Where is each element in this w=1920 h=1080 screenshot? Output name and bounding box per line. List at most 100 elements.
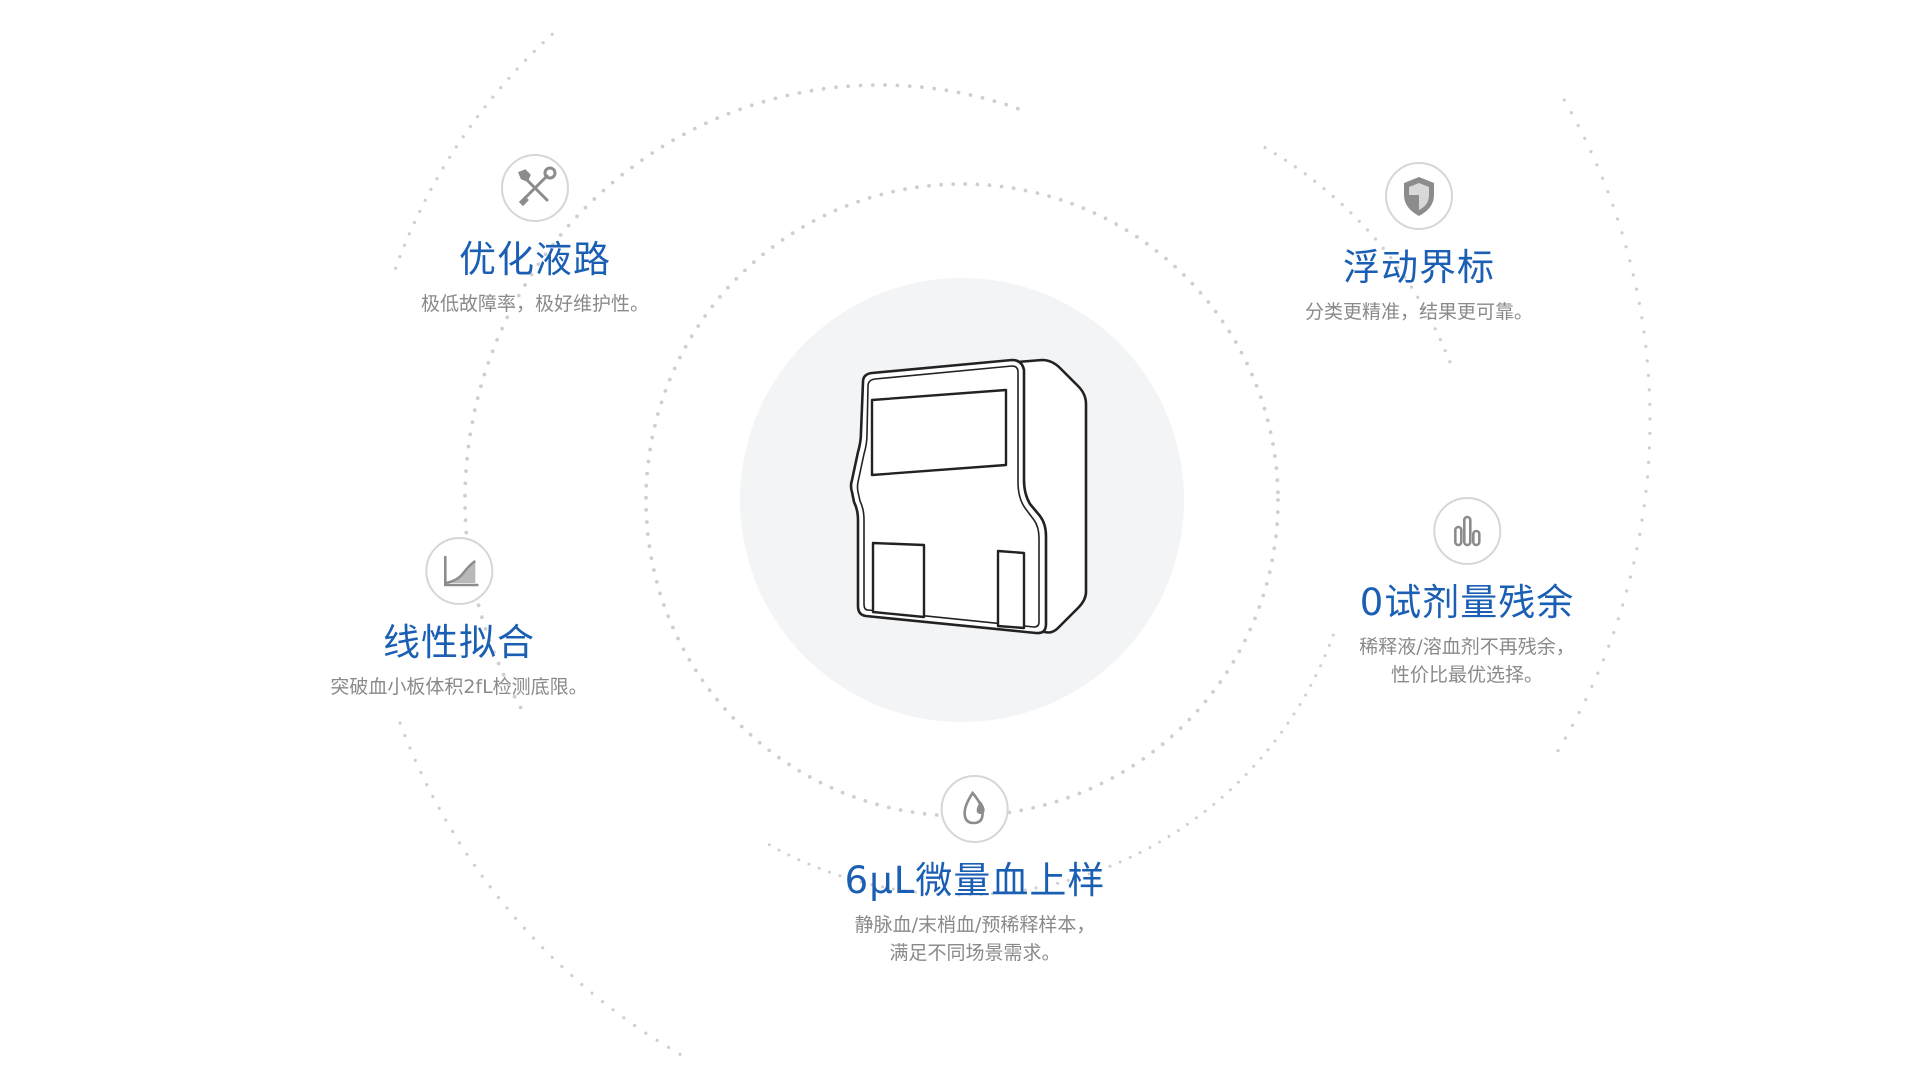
orbit-dot <box>867 195 872 200</box>
orbit-dot <box>1211 690 1215 694</box>
orbit-dot <box>570 974 574 978</box>
orbit-dot <box>1058 197 1063 202</box>
orbit-dot <box>811 219 816 223</box>
orbit-dot <box>667 377 672 382</box>
orbit-dot <box>1220 795 1224 799</box>
orbit-dot <box>448 155 452 159</box>
orbit-dot <box>1647 460 1651 464</box>
shield-icon <box>1403 177 1434 216</box>
orbit-dot <box>834 85 838 90</box>
orbit-dot <box>757 740 762 745</box>
orbit-dot <box>1244 772 1248 776</box>
orbit-dot <box>1108 864 1112 868</box>
orbit-dot <box>1396 265 1400 269</box>
orbit-dot <box>1644 344 1648 348</box>
orbit-dot <box>464 530 469 535</box>
orbit-dot <box>580 982 584 987</box>
orbit-dot <box>1303 172 1307 176</box>
orbit-dot <box>1267 570 1272 575</box>
orbit-dot <box>1373 237 1378 241</box>
tools-icon <box>518 166 557 207</box>
feature-description: 稀释液/溶血剂不再残余， 性价比最优选择。 <box>1359 633 1574 689</box>
orbit-dot <box>1266 748 1270 752</box>
orbit-dot <box>1556 749 1560 753</box>
orbit-dot <box>704 121 708 126</box>
orbit-dot <box>1632 561 1636 565</box>
orbit-dot <box>1611 203 1615 207</box>
orbit-dot <box>1628 575 1632 579</box>
orbit-dot <box>620 172 625 177</box>
orbit-dot <box>968 893 972 897</box>
orbit-dot <box>710 304 715 309</box>
orbit-dot <box>1160 742 1165 747</box>
orbit-dot <box>687 658 692 662</box>
orbit-dot <box>1178 726 1183 730</box>
orbit-dot <box>672 366 677 371</box>
orbit-dot <box>891 887 895 891</box>
droplet-icon-badge <box>940 775 1009 843</box>
orbit-dot <box>463 506 467 510</box>
orbit-dot <box>1206 300 1211 304</box>
orbit-dot <box>1187 717 1192 722</box>
orbit-dot <box>1319 664 1323 668</box>
orbit-dot <box>715 697 719 702</box>
orbit-dot <box>646 459 651 464</box>
orbit-dot <box>1273 454 1277 458</box>
orbit-dot <box>920 85 924 89</box>
orbit-dot <box>487 638 492 643</box>
orbit-dot <box>1590 684 1594 689</box>
orbit-dot <box>1243 638 1247 643</box>
orbit-dot <box>749 103 754 108</box>
orbit-dot <box>777 848 781 852</box>
orbit-dot <box>470 420 475 425</box>
description-line: 性价比最优选择。 <box>1390 664 1543 686</box>
orbit-dot <box>480 874 484 878</box>
orbit-dot <box>1304 693 1307 697</box>
orbit-dot <box>648 447 652 452</box>
orbit-dot <box>1023 188 1028 193</box>
orbit-dot <box>770 245 775 249</box>
orbit-dot <box>622 1016 626 1020</box>
orbit-dot <box>1286 721 1290 725</box>
orbit-dot <box>501 672 506 677</box>
orbit-dot <box>1239 350 1244 355</box>
orbit-dot <box>731 716 736 720</box>
orbit-dot <box>1589 150 1593 154</box>
orbit-dot <box>681 647 686 652</box>
orbit-dot <box>1054 799 1059 804</box>
orbit-dot <box>600 1000 605 1004</box>
orbit-dot <box>1227 329 1232 334</box>
orbit-dot <box>550 32 554 36</box>
orbit-dot <box>1621 603 1625 607</box>
orbit-dot <box>461 135 465 139</box>
orbit-dot <box>1620 231 1624 235</box>
orbit-dot <box>1607 644 1611 648</box>
orbit-dot <box>1213 309 1218 314</box>
orbit-dot <box>910 810 915 814</box>
orbit-dot <box>659 400 664 405</box>
orbit-dot <box>532 49 536 54</box>
orbit-dot <box>671 625 675 630</box>
orbit-dot <box>488 885 492 889</box>
orbit-dot <box>1270 558 1275 563</box>
orbit-dot <box>472 863 477 867</box>
orbit-dot <box>592 197 597 201</box>
orbit-dot <box>463 518 468 523</box>
orbit-dot <box>523 283 527 287</box>
orbit-dot <box>891 189 895 194</box>
feature-title: 优化液路 <box>458 238 611 281</box>
orbit-dot <box>1259 756 1263 760</box>
orbit-dot <box>1258 395 1263 399</box>
orbit-dot <box>649 556 654 560</box>
orbit-dot <box>870 83 875 87</box>
feature-description: 分类更精准，结果更可靠。 <box>1304 301 1534 323</box>
orbit-dot <box>1428 316 1432 320</box>
orbit-dot <box>1601 658 1605 662</box>
orbit-dot <box>1313 179 1317 183</box>
orbit-dot <box>491 95 495 99</box>
orbit-dot <box>1231 659 1236 664</box>
orbit-dot <box>682 132 686 137</box>
orbit-dot <box>1628 259 1632 263</box>
orbit-dot <box>1616 617 1620 621</box>
orbit-dot <box>883 83 887 87</box>
